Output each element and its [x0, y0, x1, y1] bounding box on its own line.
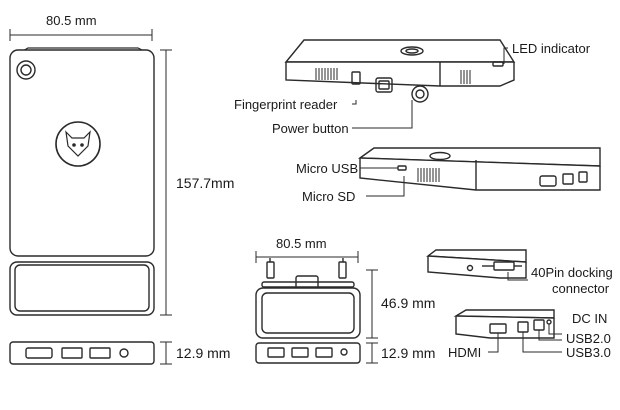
callout-leaders-top	[352, 47, 508, 129]
device-side-isometric	[357, 147, 601, 191]
label-40pin-line2: connector	[552, 281, 610, 296]
dock-height-label: 46.9 mm	[381, 295, 436, 311]
label-power-button: Power button	[272, 121, 349, 136]
device-top-isometric	[284, 39, 516, 103]
dock-height-dimension	[366, 269, 378, 339]
label-led-indicator: LED indicator	[512, 41, 591, 56]
dock-side-profile	[255, 342, 378, 364]
device-height-dimension	[160, 49, 172, 316]
dock-connector-isometric	[426, 249, 527, 279]
dock-width-dimension	[255, 251, 359, 263]
label-micro-usb: Micro USB	[296, 161, 359, 176]
callout-leader-40pin	[507, 272, 528, 281]
callout-leaders-side	[360, 167, 405, 197]
device-width-label: 80.5 mm	[46, 13, 97, 28]
device-thickness-label: 12.9 mm	[176, 345, 231, 361]
device-height-label: 157.7mm	[176, 175, 235, 191]
dock-thickness-label: 12.9 mm	[381, 345, 436, 361]
label-40pin-line1: 40Pin docking	[531, 265, 613, 280]
label-usb2: USB2.0	[566, 331, 611, 346]
label-fingerprint-reader: Fingerprint reader	[234, 97, 338, 112]
device-width-dimension	[9, 29, 153, 41]
dock-width-label: 80.5 mm	[276, 236, 327, 251]
dock-ports-isometric	[453, 309, 555, 339]
label-hdmi: HDMI	[448, 345, 482, 360]
callout-leaders-ports	[488, 324, 562, 353]
label-usb3: USB3.0	[566, 345, 611, 360]
dock-front-view	[255, 258, 361, 339]
label-dc-in: DC IN	[572, 311, 608, 326]
device-front-view	[9, 47, 155, 316]
device-side-profile	[9, 341, 172, 365]
label-micro-sd: Micro SD	[302, 189, 356, 204]
